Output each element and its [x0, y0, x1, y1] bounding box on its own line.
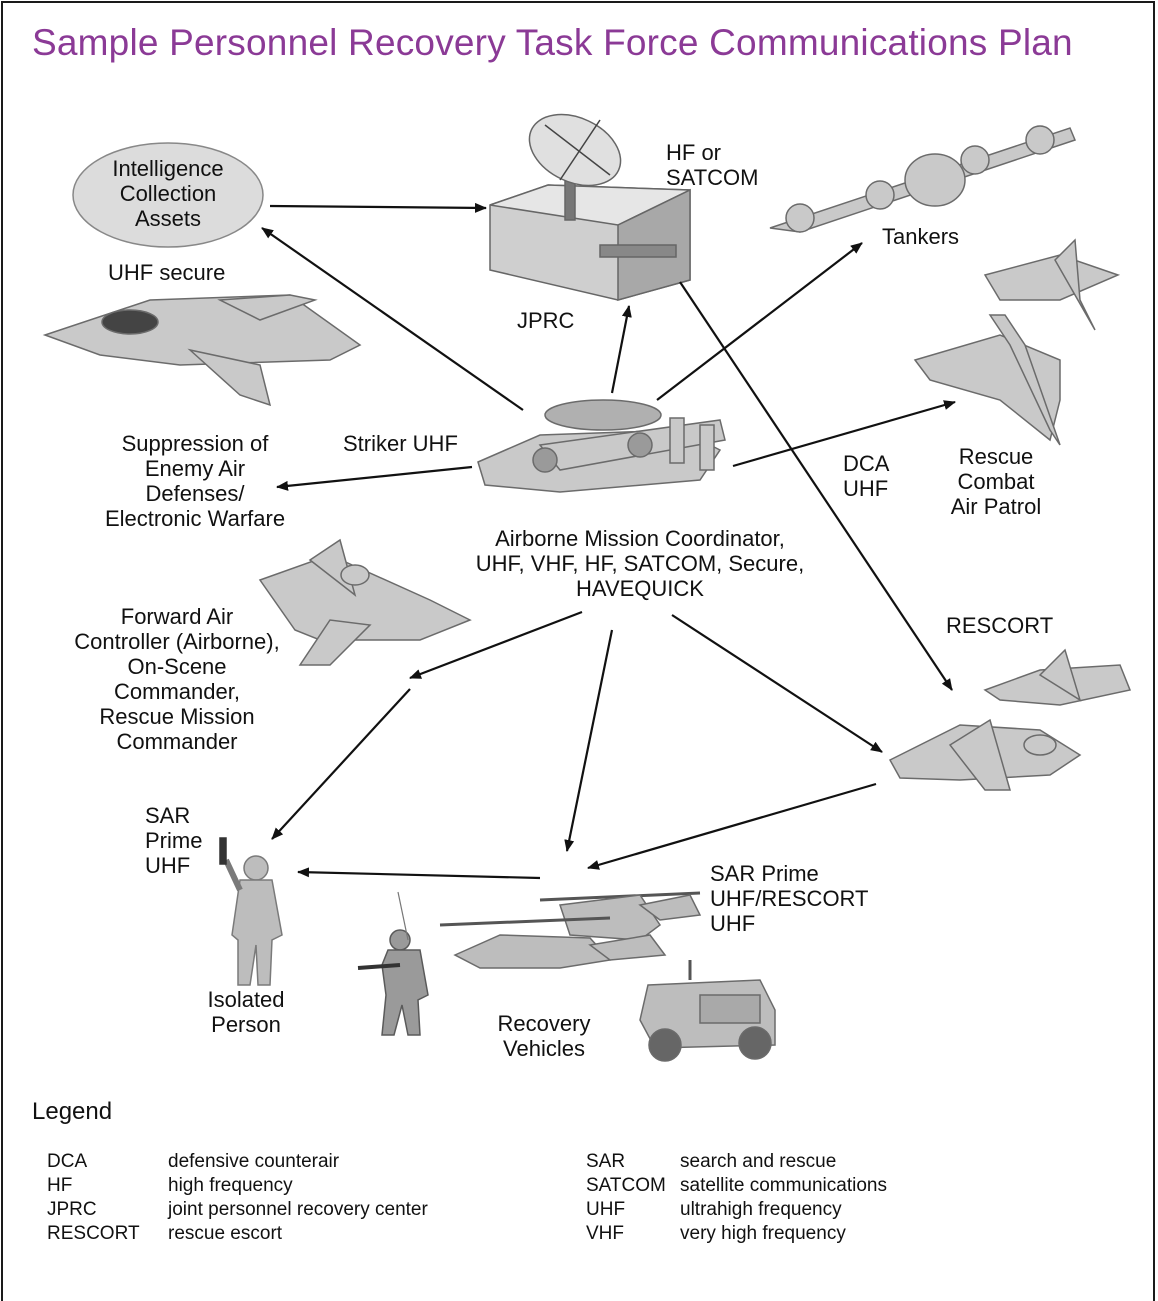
- arrow-amc-to-sead: [276, 465, 473, 491]
- arrow-amc-to-tankers: [656, 242, 863, 401]
- legend-abbr: JPRC: [47, 1199, 97, 1220]
- legend-row: SATCOM satellite communications: [586, 1174, 887, 1198]
- legend-abbr: VHF: [586, 1223, 624, 1244]
- label-uhf-secure: UHF secure: [108, 260, 226, 285]
- legend-row: HF high frequency: [47, 1174, 428, 1198]
- legend-abbr: SAR: [586, 1151, 626, 1172]
- page-title: Sample Personnel Recovery Task Force Com…: [32, 22, 1073, 63]
- arrow-recovery-to-isolated: [297, 867, 541, 880]
- legend-title: Legend: [32, 1098, 113, 1125]
- arrow-amc-to-rescap: [732, 400, 956, 468]
- legend-def: high frequency: [168, 1175, 293, 1196]
- legend-def: satellite communications: [680, 1175, 887, 1196]
- legend-row: SAR search and rescue: [586, 1150, 887, 1174]
- label-rescort: RESCORT: [946, 613, 1054, 638]
- label-isolated-person: Isolated Person: [207, 987, 285, 1037]
- label-amc: Airborne Mission Coordinator, UHF, VHF, …: [475, 526, 805, 601]
- label-fac: Forward Air Controller (Airborne), On-Sc…: [74, 604, 280, 754]
- arrow-amc-to-jprc: [610, 305, 632, 394]
- legend-def: defensive counterair: [168, 1151, 340, 1172]
- arrow-amc-to-fac: [409, 610, 583, 680]
- legend-abbr: SATCOM: [586, 1175, 666, 1196]
- legend-def: joint personnel recovery center: [168, 1199, 428, 1220]
- fac-aircraft-icon: [258, 538, 472, 666]
- amc-aircraft-icon: [477, 399, 726, 493]
- legend-def: ultrahigh frequency: [680, 1199, 842, 1220]
- label-dca-uhf: DCA UHF: [843, 451, 890, 501]
- legend-left: DCA defensive counterair HF high frequency…: [47, 1150, 428, 1246]
- label-recovery-vehicles: Recovery Vehicles: [497, 1011, 591, 1061]
- legend-abbr: HF: [47, 1175, 73, 1196]
- arrow-fac-to-isolated: [271, 688, 411, 840]
- label-rescap: Rescue Combat Air Patrol: [950, 444, 1042, 519]
- soldier-icon: [357, 891, 429, 1036]
- legend-row: JPRC joint personnel recovery center: [47, 1198, 428, 1222]
- legend-abbr: UHF: [586, 1199, 626, 1220]
- label-striker-uhf: Striker UHF: [343, 431, 458, 456]
- label-sar-prime-uhf: SAR Prime UHF: [145, 803, 203, 878]
- label-sar-rescort: SAR Prime UHF/RESCORT UHF: [710, 861, 869, 936]
- legend-def: rescue escort: [168, 1223, 283, 1244]
- arrow-amc-to-recovery: [564, 629, 614, 852]
- legend-row: UHF ultrahigh frequency: [586, 1198, 887, 1222]
- label-tankers: Tankers: [882, 224, 960, 249]
- intelligence-ellipse: [72, 142, 264, 248]
- legend-abbr: DCA: [47, 1151, 88, 1172]
- legend-abbr: RESCORT: [47, 1223, 140, 1244]
- arrow-rescort-to-recovery: [587, 782, 877, 870]
- label-intelligence: Intelligence Collection Assets: [112, 156, 224, 231]
- arrow-amc-to-rescort: [671, 614, 883, 753]
- tanker-aircraft-icon: [769, 125, 1077, 233]
- arrow-jprc-to-rescort: [679, 281, 953, 691]
- legend-right: SAR search and rescue SATCOM satellite com…: [586, 1150, 887, 1246]
- rescap-fighter-icon: [913, 238, 1121, 446]
- rescort-aircraft-icon: [888, 648, 1132, 791]
- legend-row: VHF very high frequency: [586, 1222, 887, 1246]
- isolated-person-icon: [219, 837, 283, 986]
- hmmwv-icon: [639, 960, 776, 1062]
- helicopter-icon: [439, 891, 702, 969]
- legend-row: RESCORT rescue escort: [47, 1222, 428, 1246]
- jprc-station-icon: [489, 113, 691, 301]
- label-sead: Suppression of Enemy Air Defenses/ Elect…: [104, 431, 286, 531]
- arrows: [261, 202, 956, 880]
- legend-def: search and rescue: [680, 1151, 837, 1172]
- legend-def: very high frequency: [680, 1223, 846, 1244]
- arrow-intel-to-jprc: [269, 202, 487, 213]
- label-jprc: JPRC: [517, 308, 575, 333]
- sead-fighter-icon: [42, 294, 362, 407]
- arrow-amc-to-intel: [261, 227, 524, 411]
- label-hf-satcom: HF or SATCOM: [666, 140, 759, 190]
- legend-row: DCA defensive counterair: [47, 1150, 428, 1174]
